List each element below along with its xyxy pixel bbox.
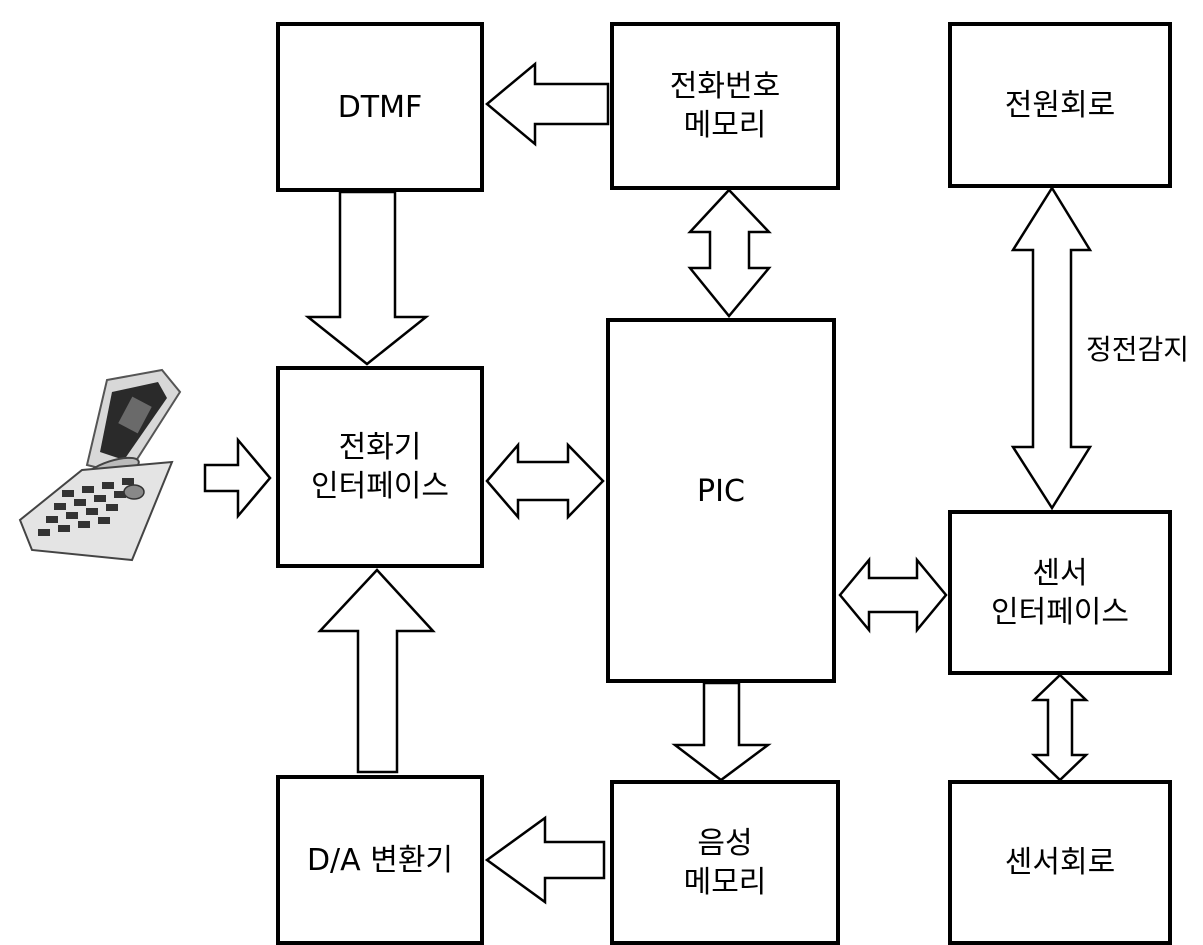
arrow-pic-sensor: [840, 560, 946, 630]
phone-number-memory-block: 전화번호 메모리: [610, 22, 840, 190]
sensor-interface-block: 센서 인터페이스: [948, 510, 1172, 675]
arrow-memory-to-dtmf: [487, 64, 608, 144]
da-converter-block: D/A 변환기: [276, 775, 484, 945]
voice-memory-label-line1: 음성: [697, 824, 752, 863]
arrow-dtmf-to-interface: [308, 192, 426, 364]
arrow-phone-to-interface: [205, 440, 270, 516]
pic-block: PIC: [606, 318, 836, 683]
arrow-voice-to-da: [487, 818, 604, 902]
arrow-memory-pic: [690, 190, 769, 316]
arrow-sensor-circuit: [1034, 675, 1086, 780]
phone-interface-label-line2: 인터페이스: [311, 467, 449, 506]
da-converter-label: D/A 변환기: [307, 841, 453, 880]
dtmf-block: DTMF: [276, 22, 484, 192]
flip-phone-icon: [20, 370, 180, 560]
phone-interface-block: 전화기 인터페이스: [276, 366, 484, 568]
pic-label: PIC: [697, 472, 745, 511]
voice-memory-block: 음성 메모리: [610, 780, 840, 945]
power-circuit-label: 전원회로: [1005, 86, 1115, 125]
voice-memory-label-line2: 메모리: [684, 863, 767, 902]
phone-memory-label-line2: 메모리: [684, 106, 767, 145]
sensor-interface-label-line1: 센서: [1032, 554, 1087, 593]
arrow-da-to-interface: [320, 570, 433, 772]
dtmf-label: DTMF: [338, 88, 423, 127]
phone-interface-label-line1: 전화기: [339, 428, 422, 467]
phone-memory-label-line1: 전화번호: [670, 67, 780, 106]
sensor-circuit-block: 센서회로: [948, 780, 1172, 945]
power-failure-detect-label: 정전감지: [1086, 328, 1189, 368]
sensor-interface-label-line2: 인터페이스: [991, 593, 1129, 632]
sensor-circuit-label: 센서회로: [1005, 843, 1115, 882]
power-circuit-block: 전원회로: [948, 22, 1172, 188]
arrow-pic-to-voice: [675, 683, 768, 780]
arrow-interface-pic: [487, 445, 603, 517]
arrow-power-sensor: [1013, 188, 1090, 508]
